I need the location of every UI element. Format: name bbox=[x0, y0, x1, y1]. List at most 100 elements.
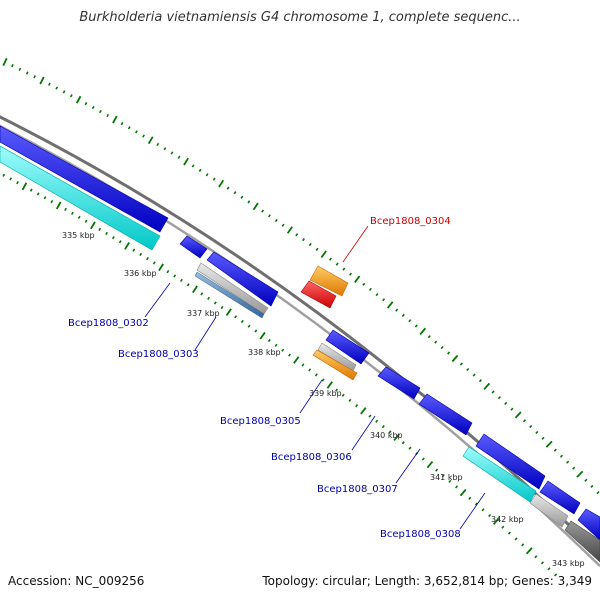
scale-label: 343 kbp bbox=[552, 559, 585, 568]
gene-feature-0308[interactable] bbox=[475, 433, 546, 490]
minor-tick bbox=[33, 75, 36, 79]
leader-lines bbox=[144, 225, 486, 530]
minor-tick bbox=[566, 460, 570, 464]
minor-tick bbox=[220, 305, 224, 310]
minor-tick bbox=[267, 338, 271, 343]
minor-tick bbox=[590, 484, 594, 489]
minor-tick bbox=[596, 491, 600, 495]
minor-tick bbox=[198, 168, 202, 172]
minor-tick bbox=[16, 181, 19, 185]
left-feature-track[interactable] bbox=[0, 125, 169, 251]
gene-feature-0303-steel[interactable] bbox=[194, 271, 265, 319]
gene-feature-0309-pseudo[interactable] bbox=[529, 493, 569, 528]
minor-tick bbox=[342, 267, 346, 271]
minor-tick bbox=[501, 525, 505, 529]
minor-tick bbox=[261, 209, 265, 213]
gene-feature-long-blue[interactable] bbox=[0, 125, 169, 233]
scale-label: 341 kbp bbox=[430, 473, 463, 482]
scale-label: 335 kbp bbox=[62, 231, 95, 240]
minor-tick bbox=[521, 543, 525, 547]
minor-tick bbox=[559, 454, 564, 458]
major-tick bbox=[183, 157, 189, 166]
gene-feature-0303[interactable] bbox=[206, 251, 279, 307]
gene-feature-0310[interactable] bbox=[577, 508, 600, 541]
gene-track[interactable] bbox=[179, 235, 600, 563]
gene-label-0306[interactable]: Bcep1808_0306 bbox=[271, 452, 352, 463]
minor-tick bbox=[349, 272, 352, 276]
minor-tick bbox=[18, 67, 22, 71]
minor-tick bbox=[514, 537, 518, 541]
major-tick bbox=[514, 411, 522, 419]
minor-tick bbox=[375, 292, 379, 297]
scale-label: 336 kbp bbox=[124, 269, 157, 278]
minor-tick bbox=[163, 147, 167, 151]
minor-tick bbox=[368, 414, 372, 418]
minor-tick bbox=[11, 64, 14, 68]
gene-label-0303[interactable]: Bcep1808_0303 bbox=[118, 349, 199, 360]
major-tick bbox=[386, 301, 394, 309]
minor-tick bbox=[497, 396, 501, 400]
gene-feature-0302[interactable] bbox=[179, 235, 208, 259]
minor-tick bbox=[362, 282, 366, 286]
minor-tick bbox=[481, 508, 485, 512]
gene-feature-0304-rna[interactable] bbox=[300, 280, 337, 309]
gene-feature-0304[interactable] bbox=[309, 265, 349, 297]
major-tick bbox=[393, 433, 400, 442]
gene-feature-0305[interactable] bbox=[325, 329, 370, 365]
minor-tick bbox=[529, 424, 533, 429]
gene-feature-0305-orange[interactable] bbox=[312, 349, 358, 381]
scale-label: 337 kbp bbox=[187, 309, 220, 318]
minor-tick bbox=[584, 478, 588, 482]
minor-tick bbox=[142, 134, 145, 138]
minor-tick bbox=[321, 378, 325, 382]
minor-tick bbox=[459, 362, 463, 366]
gene-label-0304[interactable]: Bcep1808_0304 bbox=[370, 216, 451, 227]
minor-tick bbox=[395, 308, 399, 312]
major-tick bbox=[192, 285, 198, 294]
minor-tick bbox=[50, 199, 54, 204]
gene-label-0308[interactable]: Bcep1808_0308 bbox=[380, 529, 461, 540]
major-tick bbox=[2, 58, 8, 66]
gene-label-0307[interactable]: Bcep1808_0307 bbox=[317, 484, 398, 495]
minor-tick bbox=[553, 448, 557, 452]
minor-tick bbox=[572, 466, 576, 470]
inner-tick-ring bbox=[2, 173, 558, 577]
minor-tick bbox=[36, 192, 40, 196]
gene-feature-0307[interactable] bbox=[418, 393, 473, 436]
minor-tick bbox=[226, 186, 230, 190]
gene-feature-0309[interactable] bbox=[539, 480, 581, 515]
minor-tick bbox=[382, 298, 386, 302]
gene-feature-0303-pseudo[interactable] bbox=[196, 262, 269, 315]
major-tick bbox=[426, 460, 434, 469]
minor-tick bbox=[212, 177, 216, 181]
minor-tick bbox=[421, 457, 425, 461]
minor-tick bbox=[355, 404, 359, 408]
minor-tick bbox=[328, 257, 332, 261]
gene-label-0305[interactable]: Bcep1808_0305 bbox=[220, 416, 301, 427]
minor-tick bbox=[274, 343, 278, 347]
minor-tick bbox=[2, 173, 6, 177]
minor-tick bbox=[314, 373, 318, 377]
minor-tick bbox=[146, 257, 149, 261]
minor-tick bbox=[135, 130, 138, 134]
minor-tick bbox=[111, 235, 115, 240]
minor-tick bbox=[120, 122, 124, 126]
minor-tick bbox=[466, 367, 470, 372]
minor-tick bbox=[408, 446, 412, 450]
minor-tick bbox=[440, 345, 444, 350]
minor-tick bbox=[401, 441, 405, 445]
minor-tick bbox=[9, 177, 13, 181]
major-tick bbox=[326, 381, 333, 389]
gene-feature-0308-cyan[interactable] bbox=[462, 446, 537, 503]
major-tick bbox=[39, 76, 45, 85]
minor-tick bbox=[69, 94, 73, 98]
gene-feature-0310-dark[interactable] bbox=[564, 520, 600, 563]
minor-tick bbox=[105, 231, 108, 236]
gene-feature-0306[interactable] bbox=[377, 366, 421, 400]
gene-labels[interactable]: Bcep1808_0302 Bcep1808_0303 Bcep1808_030… bbox=[68, 216, 461, 540]
gene-feature-long-cyan[interactable] bbox=[0, 145, 161, 251]
major-tick bbox=[218, 179, 225, 188]
minor-tick bbox=[106, 113, 110, 118]
gene-label-0302[interactable]: Bcep1808_0302 bbox=[68, 318, 149, 329]
